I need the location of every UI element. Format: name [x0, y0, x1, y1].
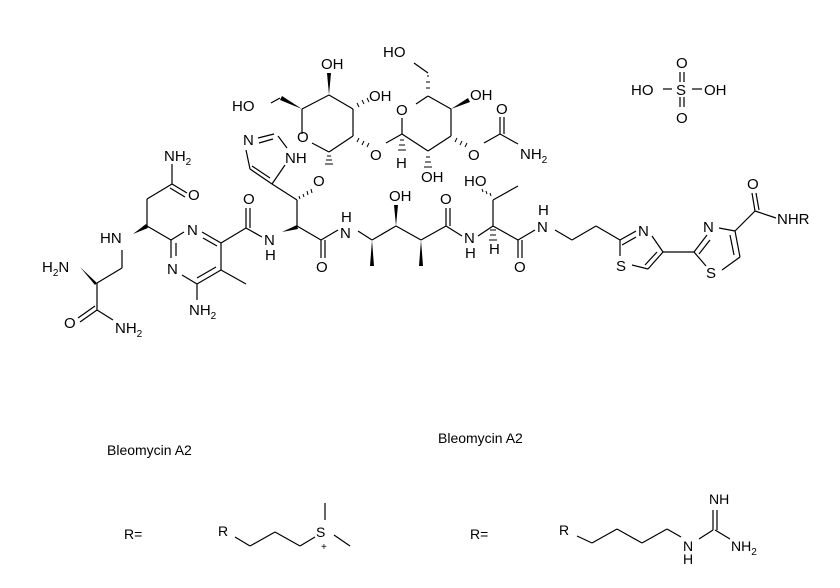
amide-n-2-label: N: [340, 225, 351, 242]
acid-o-bottom-label: O: [676, 110, 688, 127]
thiazole-n-2-label: N: [703, 219, 714, 236]
compound-caption-right: Bleomycin A2: [438, 430, 523, 446]
pyrimidine-n3-label: N: [167, 261, 178, 278]
thiazole-s-2-label: S: [706, 265, 716, 282]
terminal-carbonyl-o-label: O: [747, 176, 759, 193]
mannose-ring-o-label: O: [396, 102, 408, 119]
amide-nh2-label: NH2: [115, 320, 143, 340]
r-group-left: R= R S +: [124, 503, 351, 553]
mannose-oh-bottom-label: OH: [421, 169, 444, 186]
guanidine-nh2-label: NH2: [731, 538, 757, 558]
mannose-ho-label: HO: [383, 44, 406, 61]
amide-o-label: O: [64, 315, 76, 332]
amide-h-1-label: H: [265, 247, 276, 264]
acid-o-top-label: O: [676, 55, 688, 72]
glycosidic-o-1-label: O: [313, 173, 325, 190]
amide-h-2-label: H: [341, 209, 352, 226]
r-start-left: R: [218, 523, 228, 539]
mannose-oh-label: OH: [470, 87, 493, 104]
alpha-h-label: H: [489, 241, 500, 258]
atom-labels: H2N O NH2 HN NH2 O N N NH2 O N H O N H N…: [42, 44, 810, 340]
amide-n-1-label: N: [264, 232, 275, 249]
acid-s-label: S: [676, 82, 686, 99]
carbonyl-o-2-label: O: [316, 259, 328, 276]
guanidine-n-label: N: [683, 538, 693, 554]
guanidine-nh-label: NH: [709, 491, 729, 507]
gulose-oh-right-label: OH: [369, 88, 392, 105]
r-start-right: R: [559, 522, 569, 538]
amide-h-4-label: H: [538, 202, 549, 219]
carbonyl-o-1-label: O: [243, 191, 255, 208]
carbamate-carbonyl-o-label: O: [496, 101, 508, 118]
pyrimidine-nh2-label: NH2: [189, 302, 217, 322]
glycosidic-o-2-label: O: [370, 147, 382, 164]
carbamate-nh2-label: NH2: [520, 146, 548, 166]
top-amide-o-label: O: [188, 187, 200, 204]
thiazole-n-1-label: N: [638, 223, 649, 240]
top-nh2-label: NH2: [164, 148, 192, 168]
r-equals-right: R=: [470, 526, 488, 542]
gulose-ho-label: HO: [232, 98, 255, 115]
sulfonium-s-label: S: [316, 524, 325, 540]
threonine-ho-label: HO: [464, 173, 487, 190]
sulfuric-acid: HO S OH O O: [631, 55, 727, 127]
sulfonium-charge: +: [321, 542, 327, 553]
gulose-oh-top-label: OH: [321, 56, 344, 73]
carbonyl-o-3-label: O: [440, 191, 452, 208]
imidazole-nh-label: NH: [285, 150, 307, 167]
guanidine-h-label: H: [683, 551, 693, 567]
compound-caption-left: Bleomycin A2: [107, 442, 192, 458]
acid-ho-label: HO: [631, 82, 654, 99]
amide-h-3-label: H: [465, 245, 476, 262]
carbonyl-o-4-label: O: [514, 259, 526, 276]
thiazole-s-1-label: S: [616, 258, 626, 275]
amide-n-3-label: N: [464, 230, 475, 247]
carbamate-o-label: O: [468, 147, 480, 164]
acid-oh-label: OH: [704, 82, 727, 99]
imidazole-n-label: N: [243, 132, 254, 149]
r-equals-left: R=: [124, 526, 142, 542]
h2n-label: H2N: [42, 259, 69, 279]
nhr-label: NHR: [777, 211, 810, 228]
hn-label: HN: [100, 230, 122, 247]
bonds-sugars: [270, 62, 519, 168]
amide-n-4-label: N: [537, 219, 548, 236]
pyrimidine-n1-label: N: [187, 222, 198, 239]
gulose-ring-o-label: O: [297, 129, 309, 146]
bonds-main-chain: [77, 133, 777, 323]
hydroxyl-oh-1-label: OH: [389, 188, 412, 205]
mannose-h-label: H: [396, 155, 407, 172]
r-group-right: R= R N H NH NH2: [470, 491, 757, 567]
